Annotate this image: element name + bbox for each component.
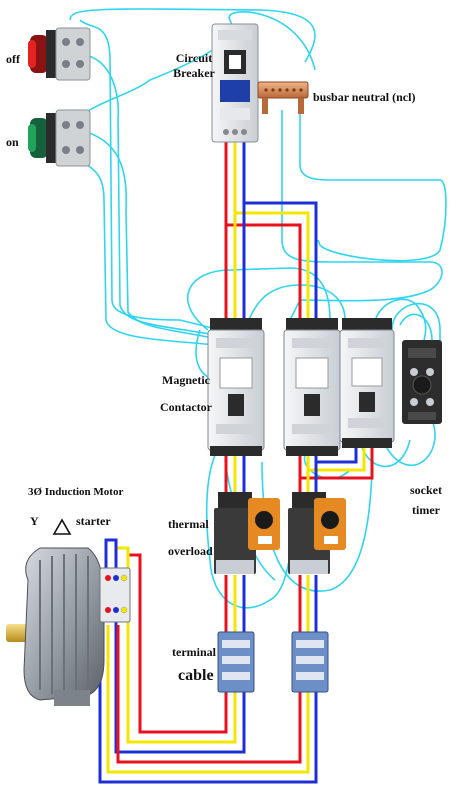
magnetic-contactor-label-line2: Contactor <box>160 400 212 414</box>
socket-timer-icon <box>402 340 442 424</box>
delta-triangle-icon <box>52 518 72 535</box>
terminal-block-2-icon <box>291 631 329 693</box>
circuit-breaker-label-line1: Circuit <box>175 51 213 65</box>
terminal-cable-label-line2: cable <box>178 667 214 684</box>
power-wiring <box>98 140 374 784</box>
magnetic-contactor-1-icon <box>207 318 265 456</box>
socket-timer-label-line2: timer <box>412 503 440 517</box>
magnetic-contactor-label-line1: Magnetic <box>162 373 210 387</box>
thermal-overload-1-icon <box>214 492 280 574</box>
socket-timer-label-line1: socket <box>410 483 442 497</box>
on-label: on <box>6 135 19 149</box>
terminal-cable-label-line1: terminal <box>172 645 216 659</box>
circuit-breaker-label-line2: Breaker <box>173 66 215 80</box>
terminal-block-1-icon <box>217 631 255 693</box>
busbar-neutral-label: busbar neutral (ncl) <box>313 90 416 104</box>
off-pushbutton-icon[interactable] <box>28 27 91 81</box>
magnetic-contactor-3-icon <box>339 318 395 448</box>
thermal-overload-label-line2: overload <box>168 544 213 558</box>
thermal-overload-2-icon <box>288 492 346 574</box>
starter-y-label: Y <box>30 514 39 528</box>
starter-label: starter <box>76 514 111 528</box>
magnetic-contactor-2-icon <box>283 318 341 456</box>
off-label: off <box>6 52 20 66</box>
busbar-neutral-icon <box>257 81 309 114</box>
motor-title-label: 3Ø Induction Motor <box>28 486 124 498</box>
induction-motor-icon <box>6 547 131 706</box>
circuit-breaker-icon <box>211 23 259 143</box>
thermal-overload-label-line1: thermal <box>168 517 209 531</box>
on-pushbutton-icon[interactable] <box>28 109 91 167</box>
